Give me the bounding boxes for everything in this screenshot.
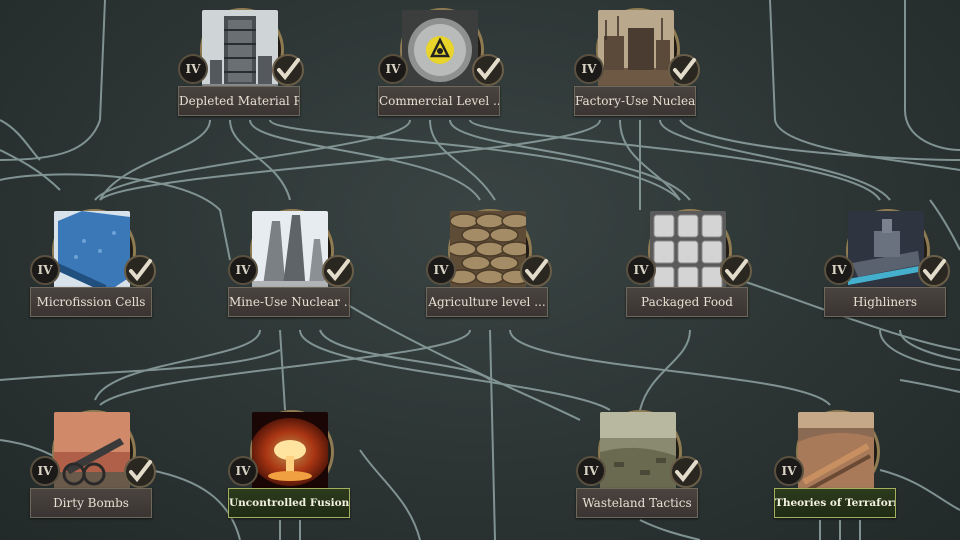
battery-cell-icon — [54, 211, 130, 293]
checkmark-icon — [472, 54, 504, 86]
tech-label: Depleted Material R ... — [178, 86, 300, 116]
tech-node[interactable]: IV Wasteland Tactics — [576, 410, 702, 524]
tier-badge: IV — [30, 255, 60, 285]
excavation-icon — [798, 412, 874, 494]
battlefield-icon — [600, 412, 676, 494]
tier-badge: IV — [774, 456, 804, 486]
tier-badge: IV — [626, 255, 656, 285]
tech-label: Wasteland Tactics — [576, 488, 698, 518]
checkmark-icon — [918, 255, 950, 287]
tech-label: Uncontrolled Fusion Device — [228, 488, 350, 518]
tier-badge: IV — [378, 54, 408, 84]
tier-badge: IV — [426, 255, 456, 285]
tier-badge: IV — [228, 456, 258, 486]
checkmark-icon — [322, 255, 354, 287]
sandbags-icon — [450, 211, 526, 293]
vault-door-icon — [402, 10, 478, 92]
tech-label: Factory-Use Nuclear ... — [574, 86, 696, 116]
airship-icon — [848, 211, 924, 293]
tech-node[interactable]: IV Dirty Bombs — [30, 410, 156, 524]
tier-badge: IV — [574, 54, 604, 84]
checkmark-icon — [668, 54, 700, 86]
cannon-icon — [54, 412, 130, 494]
tech-node[interactable]: IV Depleted Material R ... — [178, 8, 304, 122]
mushroom-cloud-icon — [252, 412, 328, 494]
tech-label: Commercial Level ... — [378, 86, 500, 116]
tech-label: Packaged Food — [626, 287, 748, 317]
factory-icon — [598, 10, 674, 92]
tech-node[interactable]: IV Commercial Level ... — [378, 8, 504, 122]
tech-label: Dirty Bombs — [30, 488, 152, 518]
tech-node[interactable]: IV Theories of Terraforming — [774, 410, 898, 524]
tech-label: Microfission Cells — [30, 287, 152, 317]
checkmark-icon — [720, 255, 752, 287]
food-cans-icon — [650, 211, 726, 293]
tier-badge: IV — [824, 255, 854, 285]
tech-node[interactable]: IV Packaged Food — [626, 209, 752, 323]
checkmark-icon — [520, 255, 552, 287]
tier-badge: IV — [228, 255, 258, 285]
tech-label: Agriculture level ... — [426, 287, 548, 317]
tech-label: Theories of Terraforming — [774, 488, 896, 518]
checkmark-icon — [124, 456, 156, 488]
tech-node[interactable]: IV Agriculture level ... — [426, 209, 552, 323]
checkmark-icon — [272, 54, 304, 86]
tech-label: Highliners — [824, 287, 946, 317]
checkmark-icon — [670, 456, 702, 488]
tier-badge: IV — [576, 456, 606, 486]
tech-node[interactable]: IV Highliners — [824, 209, 950, 323]
reactor-tower-icon — [202, 10, 278, 92]
tech-node[interactable]: IV Uncontrolled Fusion Device — [228, 410, 352, 524]
tech-node[interactable]: IV Mine-Use Nuclear ... — [228, 209, 354, 323]
tech-label: Mine-Use Nuclear ... — [228, 287, 350, 317]
tech-node[interactable]: IV Microfission Cells — [30, 209, 156, 323]
tier-badge: IV — [178, 54, 208, 84]
cooling-towers-icon — [252, 211, 328, 293]
checkmark-icon — [124, 255, 156, 287]
tech-node[interactable]: IV Factory-Use Nuclear ... — [574, 8, 700, 122]
tier-badge: IV — [30, 456, 60, 486]
